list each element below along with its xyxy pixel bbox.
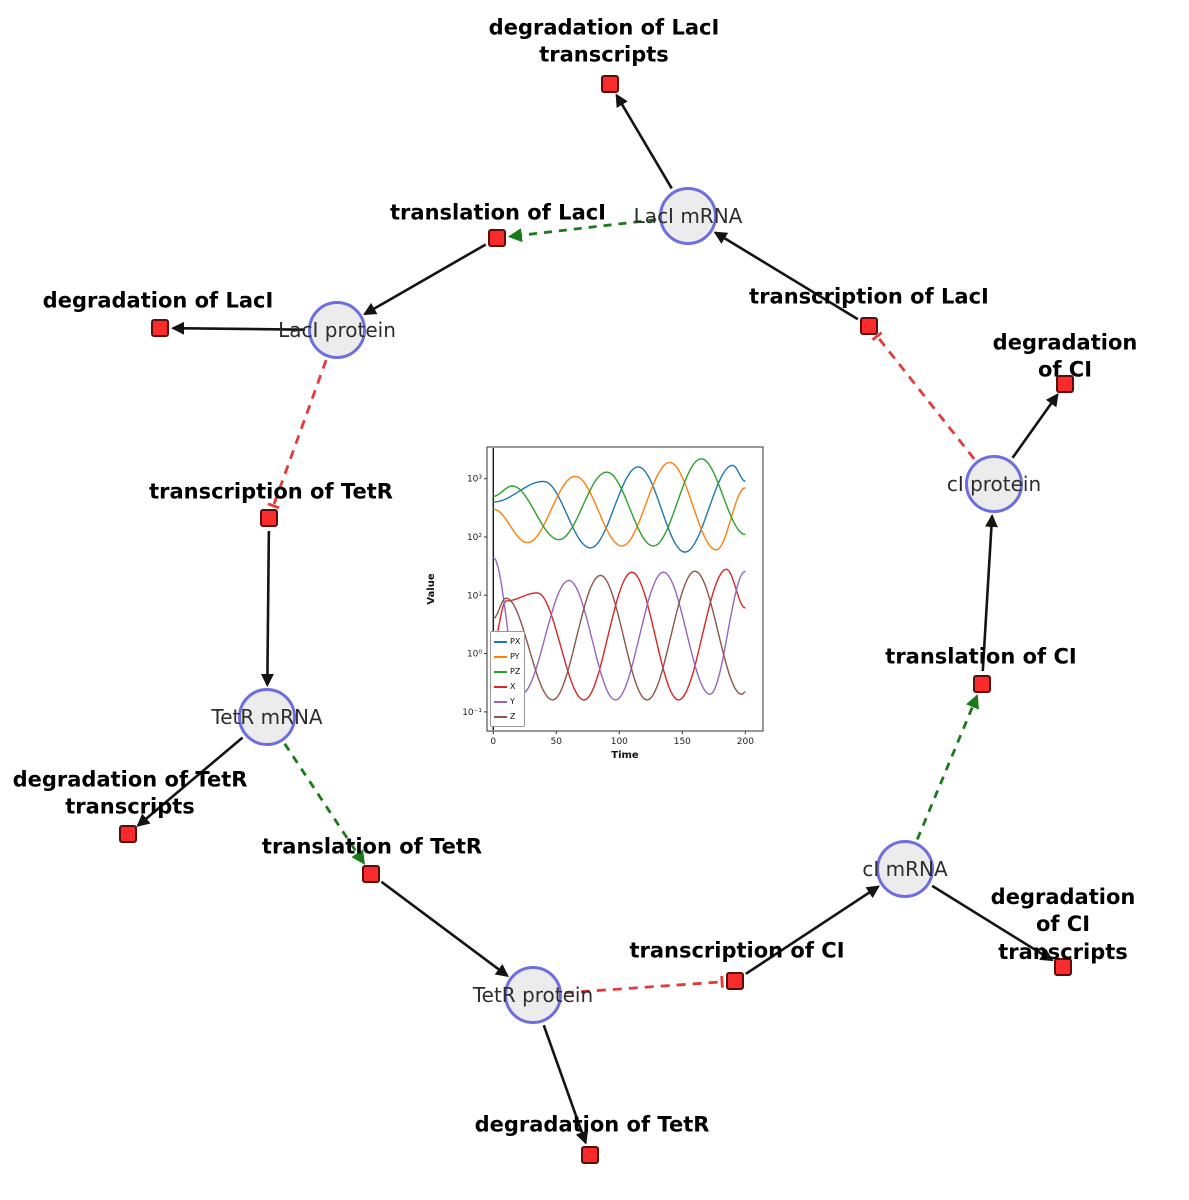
reaction-label-transl-tetr: translation of TetR [261, 834, 483, 859]
legend-label-PZ: PZ [510, 666, 521, 676]
chart-ytick: 10¹ [467, 591, 482, 601]
legend-swatch-PX [494, 640, 507, 643]
reaction-label-deg-tetr: degradation of TetR [474, 1112, 710, 1137]
species-label-laci-protein: LacI protein [278, 318, 396, 342]
species-label-tetr-protein: TetR protein [472, 983, 594, 1007]
chart-plot-frame [486, 446, 764, 732]
legend-swatch-PY [494, 655, 507, 658]
legend-swatch-Z [494, 715, 507, 718]
reaction-label-deg-ci: degradation of CI [992, 330, 1138, 382]
edge-consumption-tetr_protein-to-deg_tetr [542, 1024, 589, 1145]
species-node-ci-mrna [876, 840, 934, 898]
chart-ytick: 10² [467, 533, 482, 543]
legend-entry-Z: Z [494, 709, 520, 724]
edge-consumption-ci_mrna-to-deg_ci_tx [931, 884, 1054, 962]
chart-series-PX [493, 464, 746, 553]
species-node-laci-protein [308, 301, 366, 359]
chart-xtick: 150 [674, 737, 691, 747]
chart-xlabel: Time [611, 750, 639, 761]
legend-entry-PX: PX [494, 634, 520, 649]
legend-label-Z: Z [510, 711, 516, 721]
legend-label-PX: PX [510, 636, 521, 646]
reaction-label-txn-tetr: transcription of TetR [149, 479, 393, 504]
reaction-node-transl-laci [488, 229, 506, 247]
reaction-node-deg-laci [151, 319, 169, 337]
chart-ytick: 10⁰ [467, 650, 482, 660]
edge-production-txn_ci-to-ci_mrna [745, 885, 880, 975]
edge-consumption-tetr_mrna-to-deg_tetr_tx [136, 736, 244, 827]
species-node-laci-mrna [659, 187, 717, 245]
reaction-node-deg-tetr [581, 1146, 599, 1164]
edge-production-transl_tetr-to-tetr_protein [380, 880, 509, 978]
chart-xtick: 0 [490, 737, 496, 747]
reaction-label-txn-ci: transcription of CI [629, 938, 845, 963]
reaction-label-deg-laci: degradation of LacI [42, 288, 274, 313]
edge-production-txn_laci-to-laci_mrna [713, 231, 859, 321]
reaction-label-transl-ci: translation of CI [885, 644, 1077, 669]
chart-ytick: 10⁻¹ [462, 708, 482, 718]
legend-entry-X: X [494, 679, 520, 694]
chart-xtick: 50 [551, 737, 563, 747]
legend-entry-PY: PY [494, 649, 520, 664]
species-label-ci-mrna: cI mRNA [862, 857, 948, 881]
chart-series-Z [492, 570, 746, 701]
chart-series-PZ [493, 458, 746, 547]
legend-label-X: X [510, 681, 516, 691]
reaction-node-transl-ci [973, 675, 991, 693]
species-node-tetr-mrna [238, 688, 296, 746]
chart-xtick: 100 [611, 737, 628, 747]
legend-swatch-Y [494, 700, 507, 703]
edge-inhibition-ci_protein-to-txn_laci [871, 331, 976, 460]
chart-series-Y [492, 556, 746, 701]
edge-production-transl_ci-to-ci_protein [981, 513, 998, 672]
reaction-label-transl-laci: translation of LacI [390, 200, 606, 225]
edge-modifier-ci_mrna-to-transl_ci [916, 694, 979, 840]
legend-swatch-PZ [494, 670, 507, 673]
reaction-node-txn-tetr [260, 509, 278, 527]
reaction-node-txn-laci [860, 317, 878, 335]
edge-production-transl_laci-to-laci_protein [363, 243, 487, 316]
reaction-node-txn-ci [726, 972, 744, 990]
edge-consumption-laci_mrna-to-deg_laci_tx [615, 93, 673, 190]
species-node-ci-protein [965, 455, 1023, 513]
reaction-node-deg-tetr-tx [119, 825, 137, 843]
reaction-label-deg-laci-tx: degradation of LacI transcripts [488, 15, 720, 67]
species-label-laci-mrna: LacI mRNA [633, 204, 743, 228]
reaction-node-deg-ci-tx [1054, 958, 1072, 976]
reaction-node-transl-tetr [362, 865, 380, 883]
legend-swatch-X [494, 685, 507, 688]
reaction-label-deg-tetr-tx: degradation of TetR transcripts [12, 767, 248, 819]
reaction-node-deg-laci-tx [601, 75, 619, 93]
chart-series-PY [493, 461, 746, 551]
reaction-label-txn-laci: transcription of LacI [749, 284, 989, 309]
legend-label-PY: PY [510, 651, 520, 661]
reaction-node-deg-ci [1056, 375, 1074, 393]
edge-consumption-ci_protein-to-deg_ci [1011, 393, 1059, 459]
legend-entry-Y: Y [494, 694, 520, 709]
reaction-label-deg-ci-tx: degradation of CI transcripts [990, 885, 1136, 964]
chart-series-X [492, 568, 746, 701]
species-node-tetr-protein [504, 966, 562, 1024]
edge-inhibition-tetr_protein-to-txn_ci [564, 975, 724, 995]
edge-production-txn_tetr-to-tetr_mrna [260, 530, 274, 687]
edge-modifier-laci_mrna-to-transl_laci [507, 218, 657, 243]
species-label-tetr-mrna: TetR mRNA [211, 705, 323, 729]
species-label-ci-protein: cI protein [946, 472, 1042, 496]
chart-ylabel: Value [426, 573, 437, 604]
legend-entry-PZ: PZ [494, 664, 520, 679]
chart-xtick: 200 [737, 737, 754, 747]
chart-ytick: 10³ [467, 475, 482, 485]
legend-label-Y: Y [510, 696, 515, 706]
edge-consumption-laci_protein-to-deg_laci [171, 321, 306, 335]
edge-inhibition-laci_protein-to-txn_tetr [267, 359, 328, 510]
